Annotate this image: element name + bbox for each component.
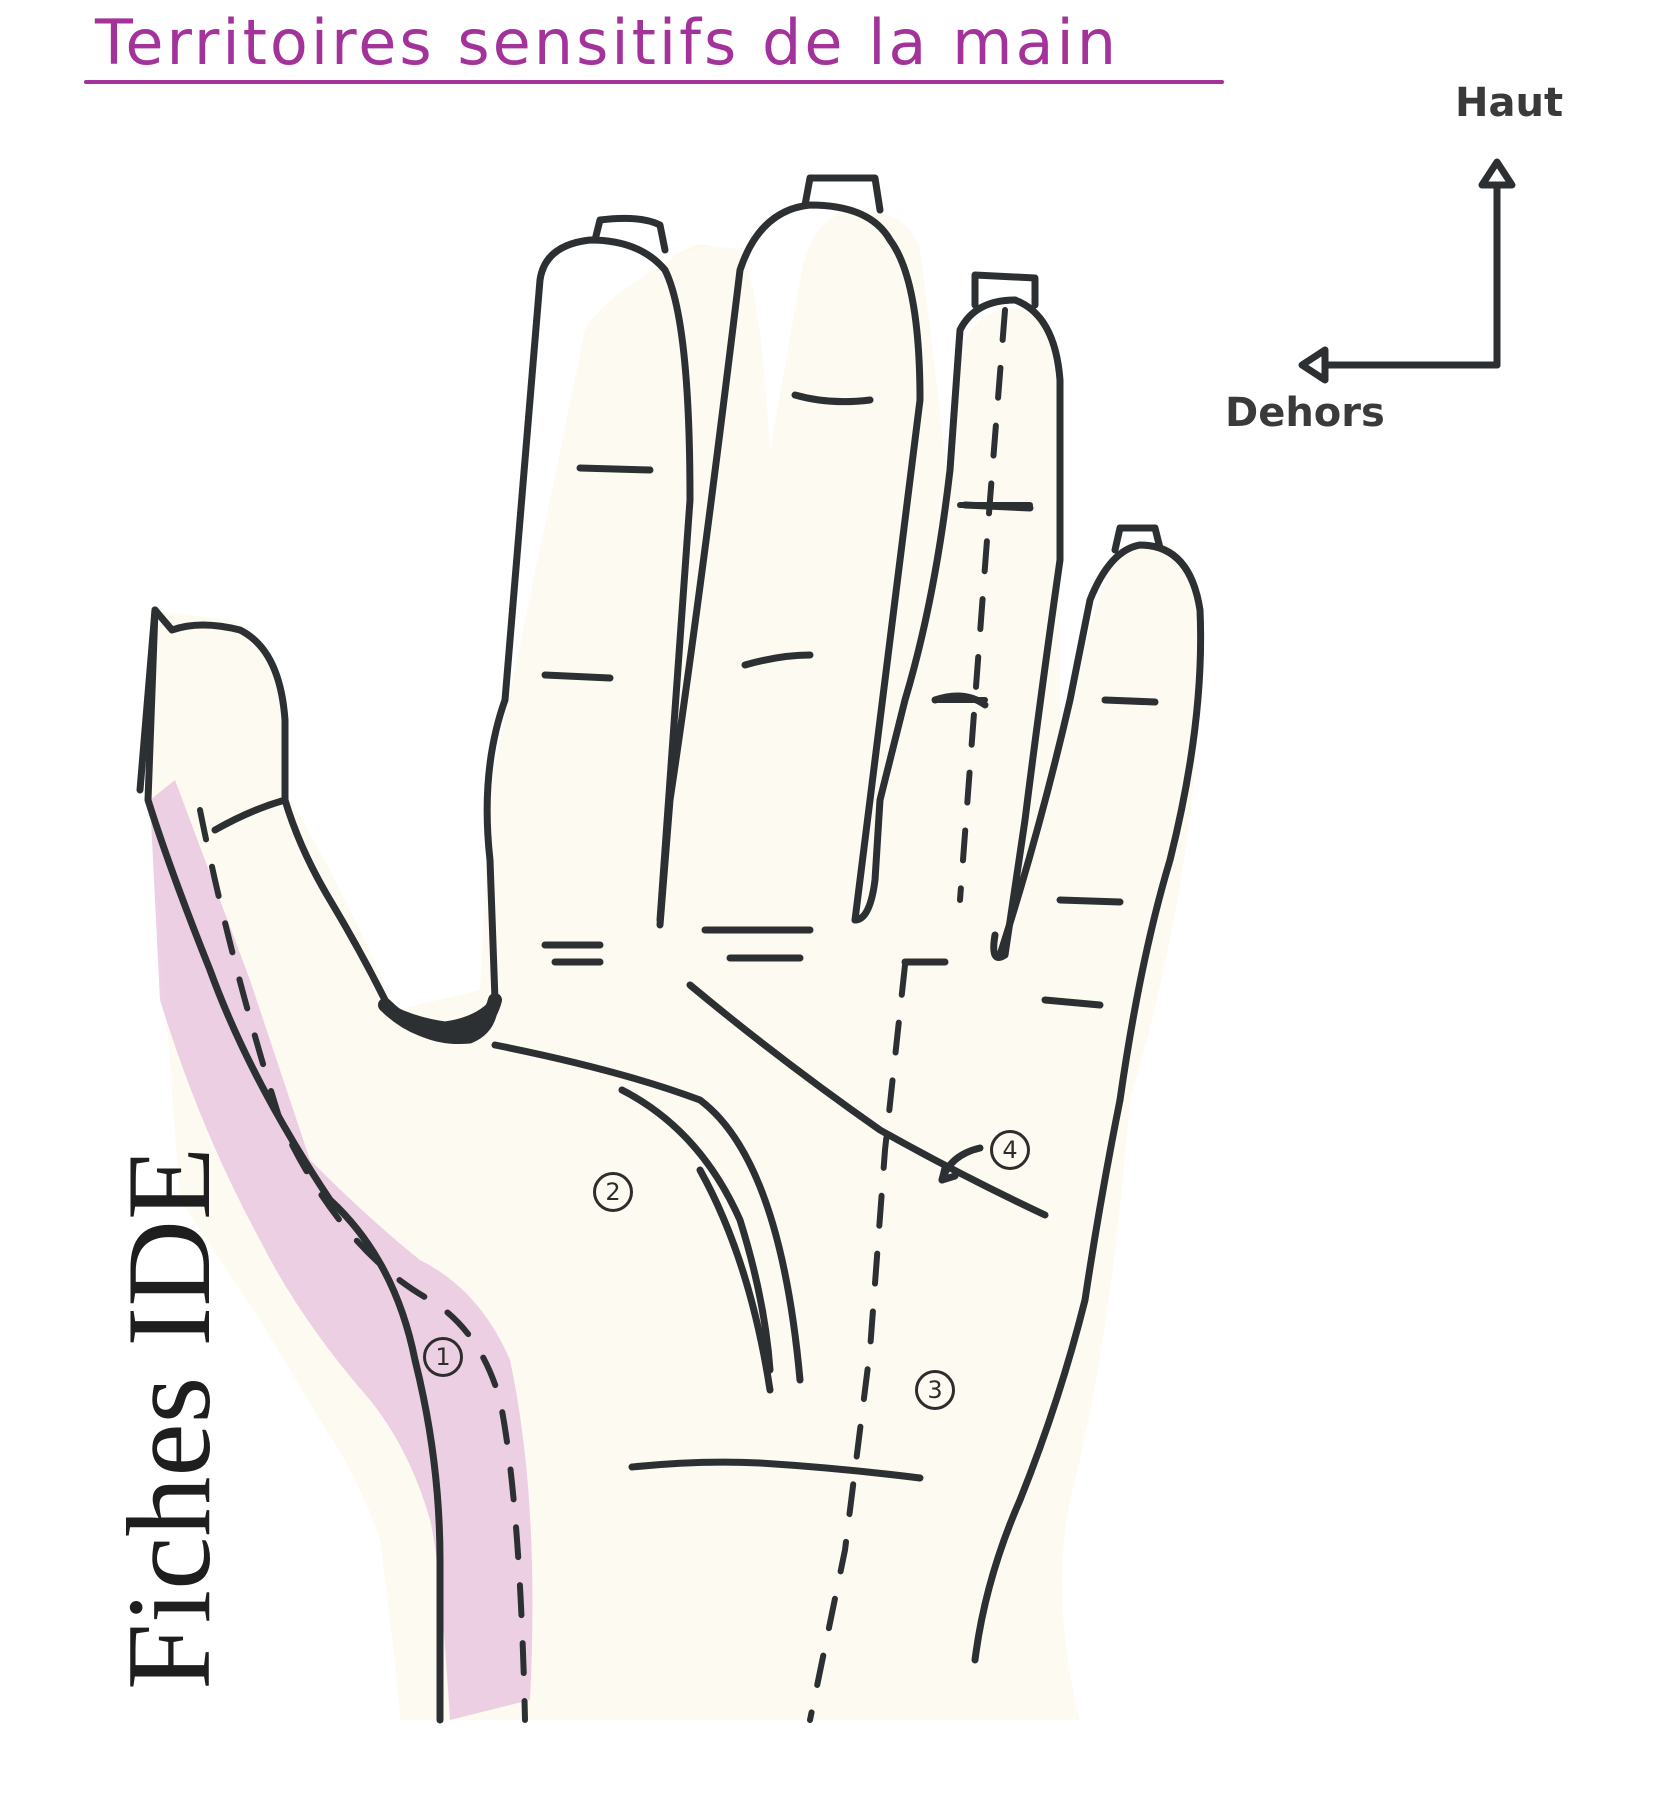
little-crease-1 (1101, 696, 1159, 706)
middle-crease-2 (741, 651, 814, 669)
dashed-boundary-ring-axis (957, 307, 1008, 903)
dashed-boundary-thumb (197, 807, 528, 1723)
little-base-crease (1041, 996, 1104, 1009)
mid-crease-2 (696, 1166, 774, 1394)
middle-nail (801, 174, 884, 214)
orientation-out-label: Dehors (1225, 390, 1385, 436)
wrist-crease (628, 1458, 924, 1482)
thumb-outline (151, 606, 389, 1004)
palm-fill (150, 210, 1202, 1720)
thenar-crease (491, 1041, 804, 1384)
up-arrowhead (1478, 158, 1516, 189)
little-nail (1111, 524, 1164, 554)
watermark: Fiches IDE (102, 1146, 235, 1690)
title-underline (84, 80, 1224, 84)
middle-finger (656, 201, 924, 929)
diagram-title: Territoires sensitifs de la main (95, 6, 1120, 79)
heart-line (686, 981, 1049, 1219)
index-nail (591, 214, 669, 254)
dashed-boundary-palm (807, 962, 908, 1723)
out-arrowhead (1298, 346, 1329, 384)
zone-3-label: 3 (915, 1370, 955, 1410)
hand-outline-right (971, 1096, 1124, 1664)
mid-crease-1 (618, 1086, 774, 1374)
hand-outline-left (144, 606, 444, 1724)
zone-2-label: 2 (593, 1172, 633, 1212)
thumb-nail-line (211, 796, 289, 834)
index-crease-2 (541, 671, 614, 682)
zone-1-label: 1 (423, 1337, 463, 1377)
index-crease-1 (576, 464, 654, 474)
zone-4-arrowhead (938, 1164, 959, 1184)
middle-gap-base (851, 296, 1019, 924)
little-finger (996, 541, 1205, 1104)
ring-nail (971, 271, 1039, 309)
thumb-nail (136, 606, 159, 794)
zone-4-label: 4 (990, 1130, 1030, 1170)
little-crease-2 (1056, 896, 1124, 906)
middle-crease-1 (791, 391, 874, 406)
orientation-up-label: Haut (1455, 80, 1564, 126)
